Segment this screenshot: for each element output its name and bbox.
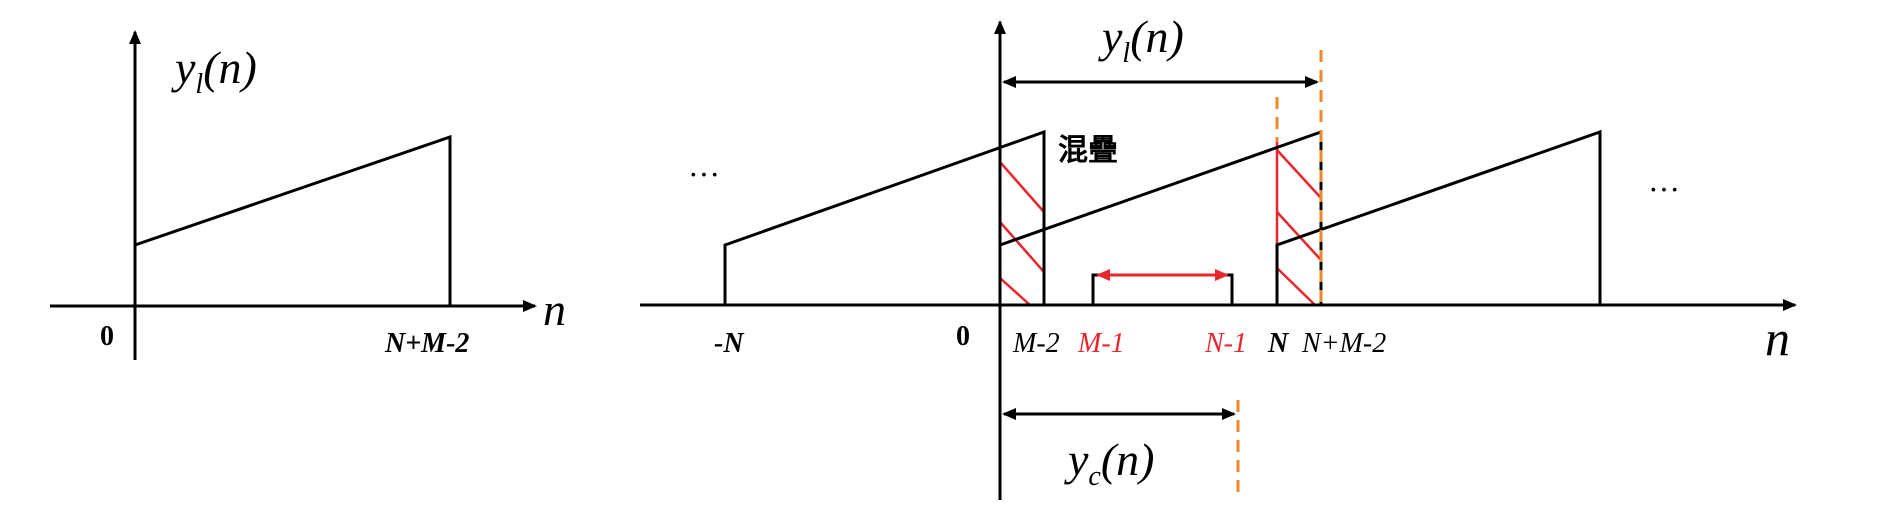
left-plot: yl(n) n 0 N+M-2: [50, 30, 566, 360]
yl-label: yl(n): [1098, 11, 1184, 69]
ramp-period-minus-1: [723, 129, 1046, 305]
aliasing-hatch-left: [998, 142, 1045, 306]
tick-m-minus-2: M-2: [1012, 328, 1060, 359]
left-tick-origin: 0: [100, 321, 114, 352]
right-plot: yl(n) yc(n) 混疊 ··· ··· n -N 0 M-2 M-1 N-…: [640, 11, 1797, 500]
ramp-period-0: [998, 129, 1323, 305]
aliasing-hatch-right: [1275, 142, 1322, 306]
ramp-period-plus-1: [1275, 129, 1602, 305]
left-tick-n-plus-m-minus-2: N+M-2: [384, 328, 469, 359]
tick-m-minus-1: M-1: [1077, 328, 1125, 359]
tick-n-plus-m-minus-2: N+M-2: [1301, 328, 1386, 359]
ellipsis-left: ···: [688, 156, 720, 192]
left-axis-label-n: n: [543, 284, 566, 335]
ellipsis-right: ···: [1648, 171, 1680, 207]
left-signal-label: yl(n): [171, 42, 257, 100]
yc-label: yc(n): [1064, 434, 1155, 492]
tick-n-minus-1: N-1: [1204, 328, 1247, 359]
tick-n: N: [1267, 328, 1290, 359]
tick-origin: 0: [956, 321, 970, 352]
right-axis-label-n: n: [1765, 310, 1790, 366]
alias-label: 混疊: [1058, 133, 1118, 168]
tick-neg-n: -N: [714, 328, 745, 359]
left-signal-ramp: [134, 134, 452, 306]
valid-region-bracket: [1091, 273, 1234, 305]
